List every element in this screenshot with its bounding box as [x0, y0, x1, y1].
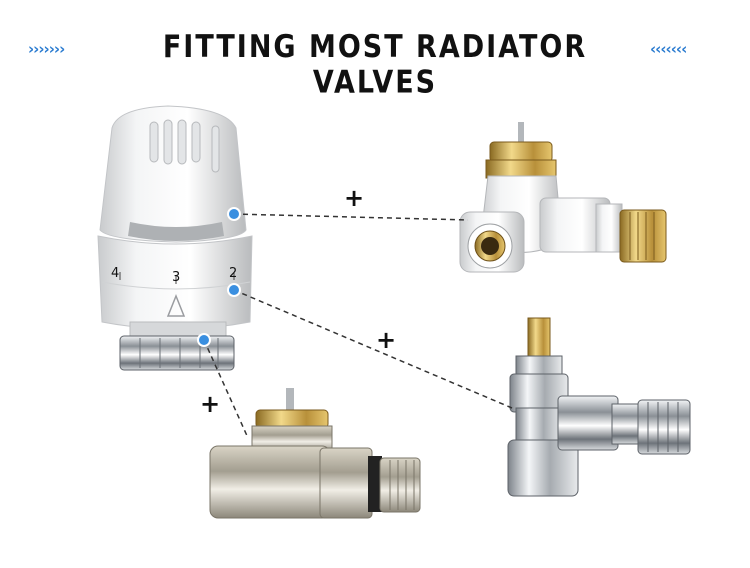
page-title: FITTING MOST RADIATOR VALVES — [162, 29, 588, 101]
plus-icon-middle: + — [376, 326, 397, 354]
plus-icon-bottom: + — [200, 390, 221, 418]
scale-label-4: 4 — [111, 266, 120, 281]
plus-icon-top: + — [344, 184, 365, 212]
right-chevrons-icon: ‹‹‹‹‹‹‹ — [650, 40, 687, 58]
page-header: ››››››› FITTING MOST RADIATOR VALVES ‹‹‹… — [0, 29, 750, 100]
connector-dots — [197, 207, 241, 347]
scale-label-2: 2 — [229, 266, 238, 281]
scale-label-3: 3 — [172, 270, 181, 285]
white-angle-valve-illustration — [459, 122, 667, 273]
left-chevrons-icon: ››››››› — [28, 40, 65, 58]
connector-lines — [203, 213, 513, 439]
thermostat-head-illustration — [97, 105, 253, 371]
chrome-angle-valve-illustration — [507, 317, 691, 497]
nickel-straight-valve-illustration — [209, 388, 421, 519]
